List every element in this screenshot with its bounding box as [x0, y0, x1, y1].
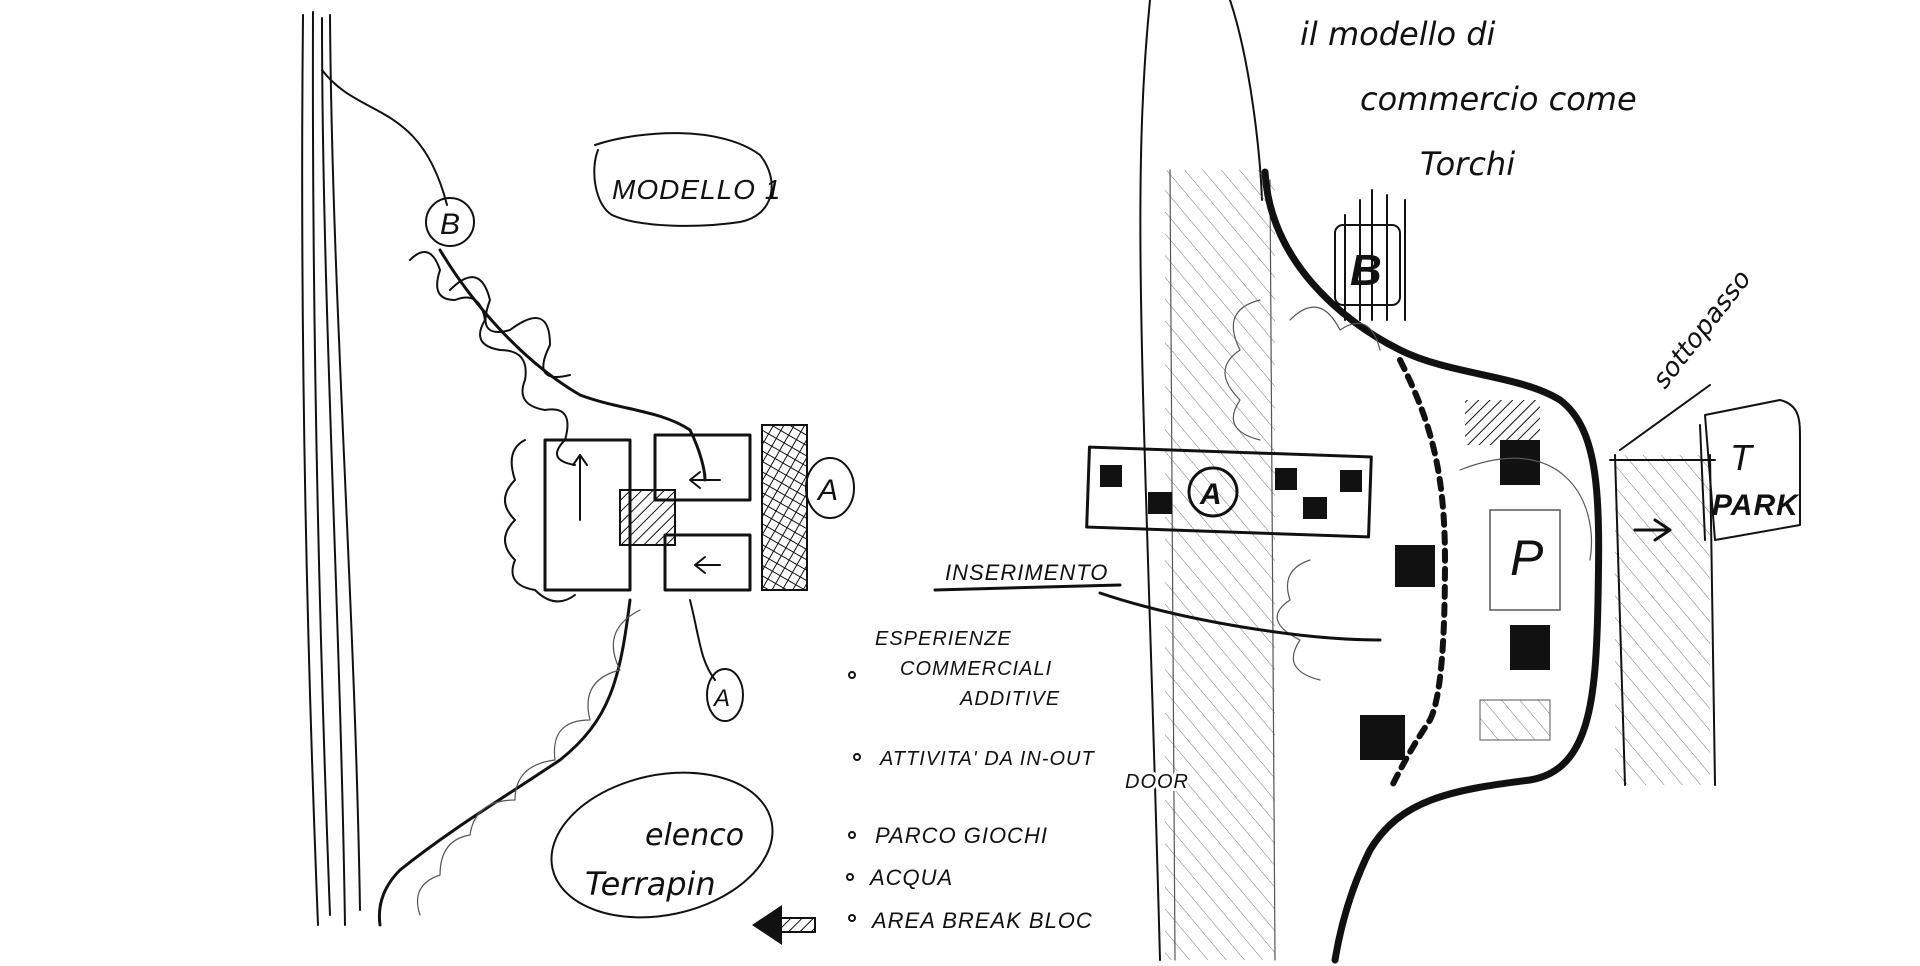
model-label: MODELLO 1: [593, 132, 781, 227]
list-item-line: ATTIVITA' DA IN-OUT: [879, 748, 1095, 770]
list-item: PARCO GIOCHI: [848, 823, 1048, 848]
green-scribble: [409, 251, 576, 466]
elenco-label: elenco: [645, 818, 744, 853]
parking-p-label: P: [1510, 530, 1544, 586]
marker-a-south-label: A: [712, 685, 731, 712]
left-sketch: B MODELLO 1 A A: [301, 11, 855, 945]
title-line-2: commercio come: [1360, 80, 1637, 118]
marker-b-left: B: [425, 197, 475, 247]
list-item: ATTIVITA' DA IN-OUT DOOR: [853, 748, 1191, 796]
green-path: [438, 248, 707, 482]
terrapin-label: Terrapin: [585, 865, 716, 903]
marker-a-south: A: [706, 668, 744, 722]
south-scribble: [416, 609, 641, 916]
marker-a-right-label: A: [1199, 478, 1223, 511]
list-item-line: DOOR: [1125, 771, 1189, 793]
marker-a-east-label: A: [816, 474, 839, 507]
title-line-1: il modello di: [1300, 15, 1496, 53]
list-item: ACQUA: [846, 865, 953, 890]
list-item-line: ACQUA: [868, 865, 953, 890]
list-item-line: ADDITIVE: [959, 688, 1060, 710]
marker-b-right-label: B: [1350, 246, 1383, 295]
park-t-label: T: [1730, 437, 1755, 478]
vertical-road: [1139, 0, 1276, 961]
list-item-line: AREA BREAK BLOC: [870, 908, 1093, 933]
insertion-heading: INSERIMENTO: [945, 560, 1108, 585]
park-label: PARK: [1712, 489, 1800, 522]
park-sign: T PARK: [1699, 399, 1801, 541]
scribble-greenery: [1224, 299, 1381, 681]
arrow-icon: [752, 905, 816, 945]
south-path: [377, 598, 632, 927]
list-item-line: PARCO GIOCHI: [875, 823, 1048, 848]
title-line-3: Torchi: [1420, 145, 1515, 183]
underpass-label-text: sottopasso: [1647, 265, 1758, 395]
east-strip: [1609, 454, 1716, 786]
model-label-text: MODELLO 1: [612, 174, 781, 205]
marker-b-right: B: [1334, 189, 1406, 321]
main-road-curve: [1261, 168, 1603, 964]
commercial-blocks: P: [1360, 400, 1592, 760]
list-item-line: COMMERCIALI: [900, 658, 1052, 680]
list-item: ESPERIENZE COMMERCIALI ADDITIVE: [848, 628, 1060, 710]
right-sketch: il modello di commercio come Torchi B: [1085, 0, 1801, 964]
building-a: A: [1085, 445, 1373, 539]
marker-a-east: A: [805, 457, 855, 519]
marker-b-left-label: B: [440, 208, 461, 241]
list-item: AREA BREAK BLOC: [848, 908, 1093, 933]
highway-lines: [301, 11, 361, 926]
pedestrian-path: [1387, 357, 1448, 793]
underpass-label: sottopasso: [1619, 265, 1758, 451]
central-buildings: [504, 424, 808, 603]
insertion-list: INSERIMENTO ESPERIENZE COMMERCIALI ADDIT…: [846, 560, 1382, 933]
elenco-terrapin-label: elenco Terrapin: [550, 771, 774, 919]
title-note: il modello di commercio come Torchi: [1300, 15, 1637, 183]
list-item-line: ESPERIENZE: [875, 628, 1012, 650]
access-path: [321, 69, 448, 206]
